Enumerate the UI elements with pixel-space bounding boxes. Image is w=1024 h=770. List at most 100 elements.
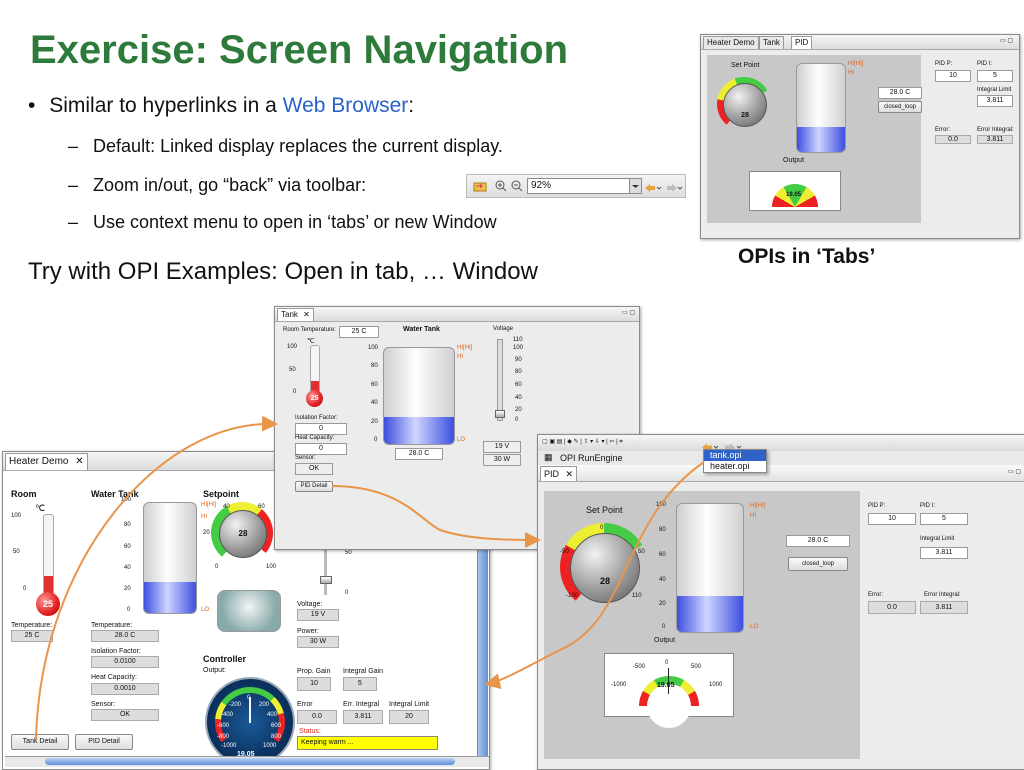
tank-value-box: 28.0 C <box>395 448 443 460</box>
knob-tick-m50: -50 <box>560 549 569 555</box>
prop-gain-value[interactable]: 10 <box>297 677 331 691</box>
gauge-tick-m200: -200 <box>229 702 242 708</box>
meter-arc <box>772 184 818 230</box>
bullet-1-prefix: Similar to hyperlinks in a <box>49 94 283 117</box>
error-value: 0.0 <box>935 135 971 144</box>
horizontal-scrollbar[interactable] <box>5 756 489 767</box>
tank-detail-button[interactable]: Tank Detail <box>11 734 69 750</box>
close-icon[interactable]: ✕ <box>565 469 574 479</box>
pid-tab-bar: PID ✕ ▭ ▢ <box>538 465 1024 482</box>
pid-p-input[interactable]: 10 <box>935 70 971 82</box>
setpoint-knob[interactable]: 28 <box>723 83 767 127</box>
pid-detail-button[interactable]: PID Detail <box>295 481 333 492</box>
minimize-maximize-icon[interactable]: ▭ ▢ <box>1007 469 1021 475</box>
setpoint-knob[interactable]: 28 <box>219 510 267 558</box>
tank-tick-20: 20 <box>659 601 666 607</box>
celsius-label: ℃ <box>307 338 315 345</box>
web-browser-link[interactable]: Web Browser <box>282 94 409 117</box>
tank-tick-0: 0 <box>127 607 131 613</box>
sub-bullet-2-text: Zoom in/out, go “back” via toolbar: <box>93 175 367 195</box>
minimize-maximize-icon[interactable]: ▭ ▢ <box>621 310 635 316</box>
volt-tick-40: 40 <box>515 395 522 401</box>
menu-item-tank-opi[interactable]: tank.opi <box>704 450 766 461</box>
tank-tick-80: 80 <box>124 522 131 528</box>
gauge-tick-800: 800 <box>271 734 282 740</box>
close-icon[interactable]: ✕ <box>303 310 310 319</box>
error-label: Error: <box>935 127 950 133</box>
runengine-title-bar: ▦ OPI RunEngine <box>538 451 1024 466</box>
forward-icon[interactable] <box>665 180 683 198</box>
tank-tick-40: 40 <box>371 400 378 406</box>
output-label: Output <box>783 157 805 164</box>
back-icon[interactable] <box>643 180 663 198</box>
integral-gain-value[interactable]: 5 <box>343 677 377 691</box>
integral-limit-label: Integral Limit <box>977 87 1012 93</box>
tank-tick-20: 20 <box>124 586 131 592</box>
tab-pid[interactable]: PID <box>791 36 813 49</box>
integral-limit-value[interactable]: 20 <box>389 710 429 724</box>
sub-bullet-3-text: Use context menu to open in ‘tabs’ or ne… <box>93 212 497 232</box>
tank-tick-80: 80 <box>371 363 378 369</box>
pid-i-label: PID I: <box>977 61 993 67</box>
volt-tick-0: 0 <box>515 417 519 423</box>
pid-i-input[interactable]: 5 <box>920 513 968 525</box>
heater-tab-label: Heater Demo <box>9 456 69 467</box>
pid-p-label: PID P: <box>935 61 953 67</box>
minimize-maximize-icon[interactable]: ▭ ▢ <box>999 38 1013 44</box>
lo-label: LO <box>457 437 466 443</box>
knob-tick-40: 40 <box>223 504 230 510</box>
tab-tank[interactable]: Tank ✕ <box>277 308 314 321</box>
vertical-scrollbar[interactable] <box>477 470 488 756</box>
room-temp-label: Temperature: <box>11 622 53 629</box>
error-value: 0.0 <box>868 601 916 614</box>
pid-i-input[interactable]: 5 <box>977 70 1013 82</box>
integral-limit-input[interactable]: 3.811 <box>920 547 968 559</box>
knob-tick-60: 60 <box>258 504 265 510</box>
tank-tick-0: 0 <box>374 437 378 443</box>
voltage-label: Voltage <box>493 326 514 332</box>
err-integral-label: Err. Integral <box>343 701 380 708</box>
zoom-value: 92% <box>531 180 552 191</box>
bullet-marker: • <box>28 94 36 117</box>
tab-pid[interactable]: PID ✕ <box>540 466 578 481</box>
toolbar-icons[interactable]: ▢ ▣ ▤ | ◆ ✎ | ⇧ ▾ ⇩ ▾ | ⇦ | ⌗ <box>542 439 623 445</box>
output-meter: 19.05 <box>749 171 841 230</box>
tank-tick-40: 40 <box>124 565 131 571</box>
heater-water-tank <box>143 502 197 614</box>
controller-label: Controller <box>203 654 247 664</box>
zoom-out-icon[interactable] <box>511 179 523 197</box>
water-tank <box>796 63 846 153</box>
room-thermometer <box>43 514 54 598</box>
setpoint-knob[interactable]: 28 <box>570 533 640 603</box>
gauge-tick-m1000: -1000 <box>221 743 237 749</box>
chevron-down-icon[interactable] <box>629 179 641 193</box>
pid-p-input[interactable]: 10 <box>868 513 916 525</box>
sensor-value: OK <box>91 709 159 721</box>
isolation-factor-value[interactable]: 0 <box>295 423 347 435</box>
integral-limit-label: Integral Limit <box>389 701 430 708</box>
pid-tab-label: PID <box>544 469 560 479</box>
celsius-label: ℃ <box>35 503 46 513</box>
tab-heater-demo[interactable]: Heater Demo ✕ <box>5 453 88 470</box>
closed-loop-button[interactable]: closed_loop <box>788 557 848 571</box>
voltage-slider-thumb[interactable] <box>320 576 332 584</box>
voltage-value: 19 V <box>483 441 521 453</box>
pid-detail-button[interactable]: PID Detail <box>75 734 133 750</box>
zoom-combo[interactable]: 92% <box>527 178 642 194</box>
home-icon[interactable] <box>473 179 487 192</box>
voltage-slider-thumb[interactable] <box>495 410 505 418</box>
integral-limit-input[interactable]: 3.811 <box>977 95 1013 107</box>
knob-tick-50: 50 <box>638 549 645 555</box>
zoom-in-icon[interactable] <box>495 179 507 197</box>
heat-capacity-value[interactable]: 0 <box>295 443 347 455</box>
menu-item-heater-opi[interactable]: heater.opi <box>710 461 750 471</box>
tab-heater-demo[interactable]: Heater Demo <box>703 36 759 49</box>
tab-tank[interactable]: Tank <box>759 36 784 49</box>
closed-loop-button[interactable]: closed_loop <box>878 101 922 113</box>
hihi-label: HI[HI] <box>848 61 864 67</box>
runengine-toolbar: ▢ ▣ ▤ | ◆ ✎ | ⇧ ▾ ⇩ ▾ | ⇦ | ⌗ <box>538 435 1024 452</box>
horizontal-scrollbar-thumb[interactable] <box>45 758 455 765</box>
close-icon[interactable]: ✕ <box>75 456 84 467</box>
thermo-tick-100: 100 <box>287 344 298 350</box>
sensor-label: Sensor: <box>295 455 316 461</box>
